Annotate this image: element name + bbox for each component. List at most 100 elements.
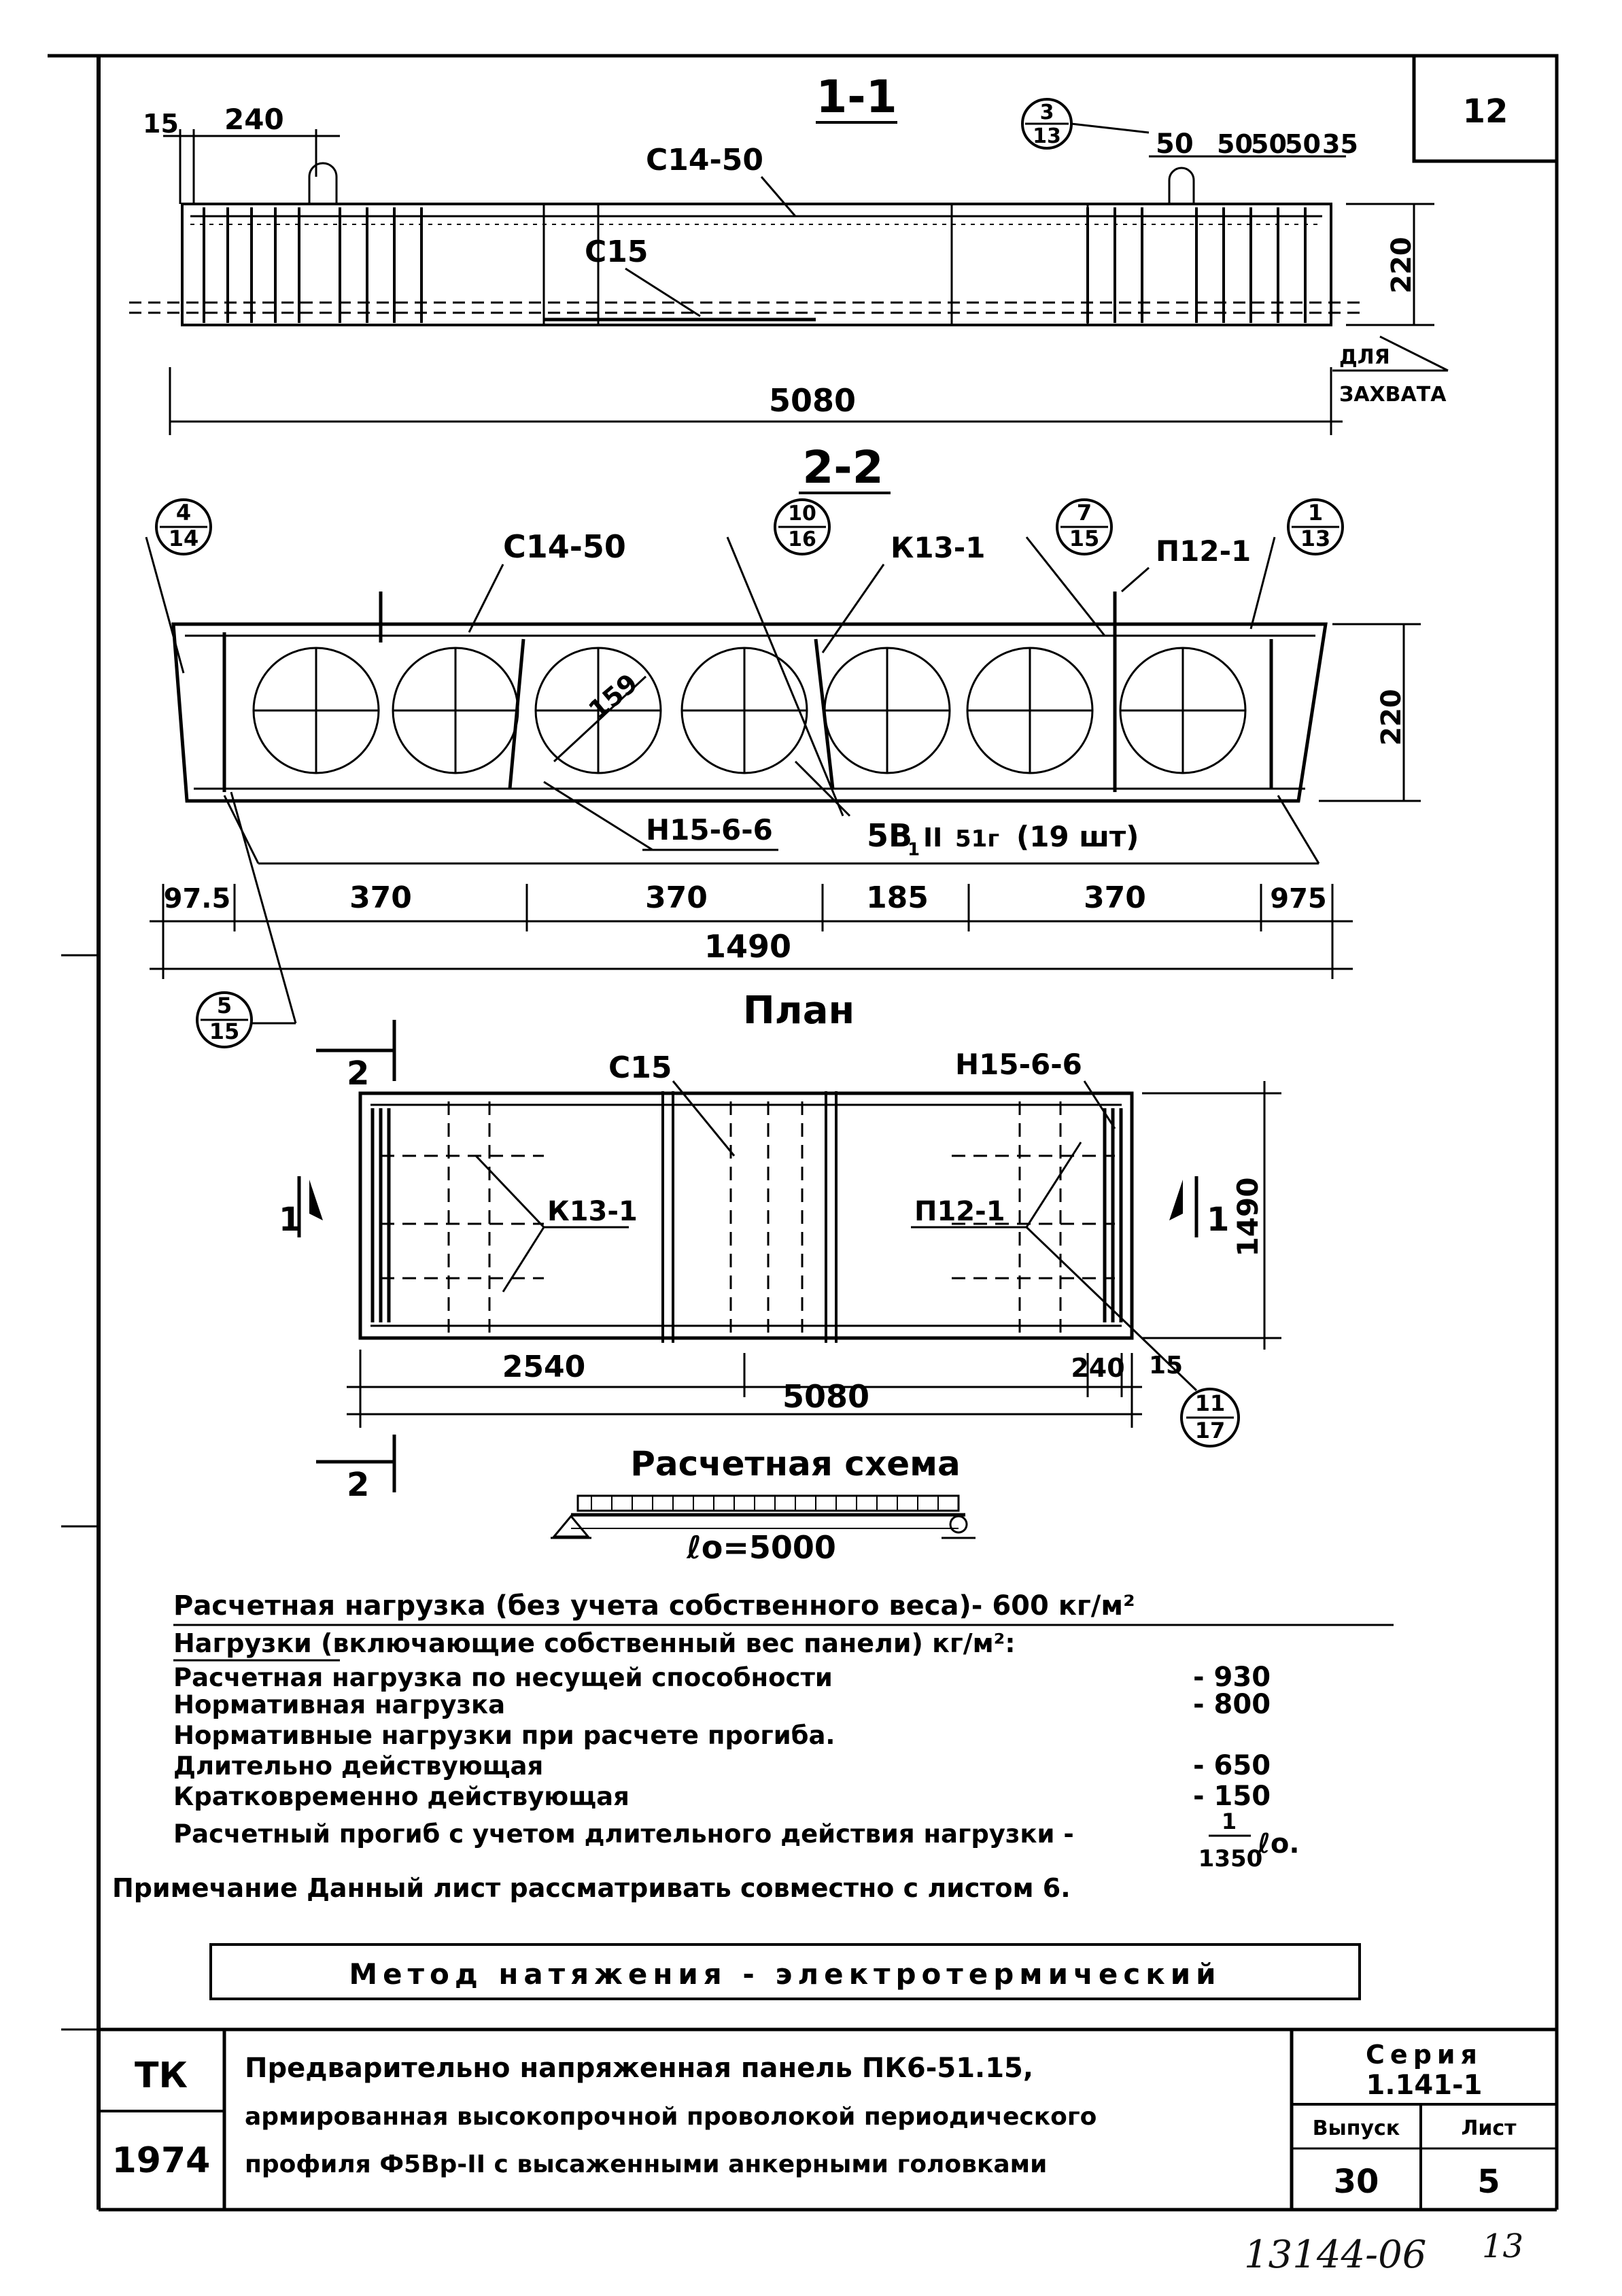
dim-1490-2-2: 1490: [704, 928, 791, 965]
dim-50a: 50: [1156, 128, 1194, 160]
title-org: ТК: [135, 2055, 188, 2096]
deflection-den: 1350: [1198, 1845, 1263, 1872]
callout-4-14: 4 14: [145, 498, 212, 674]
plan-dim-240: 240: [1071, 1353, 1124, 1383]
svg-text:51г: 51г: [955, 825, 999, 853]
callout-1-13: 1 13: [1249, 498, 1344, 630]
series-value: 1.141-1: [1366, 2070, 1483, 2101]
load-5-value: - 150: [1193, 1781, 1271, 1812]
svg-text:13: 13: [1033, 124, 1061, 148]
sheet-number: 12: [1463, 92, 1508, 131]
callout-5-15: 5 15: [196, 791, 297, 1048]
dim-35: 35: [1322, 129, 1358, 159]
svg-text:16: 16: [788, 528, 816, 551]
callout-11-17: 11 17: [1180, 1388, 1240, 1447]
dim-975: 975: [1270, 883, 1327, 914]
dim-50b: 50: [1217, 129, 1253, 159]
dim-50d: 50: [1285, 129, 1321, 159]
archive-stamp: 13144-06: [1244, 2233, 1426, 2277]
dim-240: 240: [224, 103, 284, 136]
svg-text:5: 5: [217, 993, 232, 1018]
label-k13-1: К13-1: [891, 531, 985, 564]
load-2-label: Нормативная нагрузка: [173, 1690, 505, 1719]
dim-5080-1-1: 5080: [769, 382, 856, 419]
svg-text:17: 17: [1195, 1418, 1226, 1443]
plan-hidden-lines: [381, 1101, 1115, 1333]
dim-185: 185: [866, 880, 929, 915]
plan-label-p12-1: П12-1: [914, 1196, 1005, 1227]
stirrups-right: [1086, 207, 1307, 323]
svg-text:13: 13: [1300, 526, 1331, 551]
plan-view: План С15 Н15-6-6 К13-1 П12-1: [279, 989, 1281, 1504]
svg-text:7: 7: [1077, 500, 1092, 526]
dim-370-b: 370: [645, 880, 708, 915]
load-4-value: - 650: [1193, 1750, 1271, 1781]
note-line-1: Расчетная нагрузка (без учета собственно…: [173, 1590, 1135, 1622]
label-capture: ДЛЯ: [1339, 345, 1390, 369]
load-1-value: - 930: [1193, 1662, 1271, 1693]
svg-text:10: 10: [788, 502, 816, 526]
scheme-span: ℓо=5000: [686, 1529, 836, 1566]
svg-text:4: 4: [176, 500, 191, 526]
dim-15: 15: [143, 109, 179, 139]
cut-mark-1-left: 1: [279, 1176, 323, 1239]
sheet-value: 5: [1477, 2163, 1500, 2201]
svg-text:11: 11: [1195, 1390, 1226, 1416]
dim-height-1-1: 220: [1386, 237, 1417, 294]
load-1-label: Расчетная нагрузка по несущей способност…: [173, 1663, 833, 1692]
load-2-value: - 800: [1193, 1689, 1271, 1720]
issue-label: Выпуск: [1313, 2117, 1400, 2140]
deflection-num: 1: [1222, 1809, 1237, 1834]
title-block: [99, 2027, 1557, 2210]
plan-dim-15: 15: [1149, 1352, 1183, 1380]
series-label: Серия: [1366, 2040, 1483, 2070]
svg-text:II: II: [923, 823, 942, 853]
section-1-1: 1-1 15 240 50 50 50 50 35 3 13: [129, 71, 1449, 435]
callout-7-15: 7 15: [1025, 498, 1113, 636]
title-year: 1974: [112, 2140, 211, 2181]
plan-label-k13-1: К13-1: [547, 1196, 638, 1227]
svg-text:3: 3: [1040, 101, 1054, 124]
title-line-1: Предварительно напряженная панель ПК6-51…: [245, 2053, 1033, 2084]
hollow-cores: [252, 647, 1247, 774]
plan-label-c15: С15: [608, 1050, 672, 1085]
plan-dim-5080: 5080: [782, 1378, 869, 1415]
svg-text:15: 15: [1069, 526, 1100, 551]
cut-mark-2-top: 2: [316, 1020, 396, 1093]
design-scheme: Расчетная схема ℓо=5000: [551, 1444, 976, 1566]
archive-stamp-2: 13: [1482, 2227, 1523, 2265]
svg-text:5В: 5В: [867, 817, 912, 854]
sheet-label: Лист: [1461, 2117, 1517, 2140]
scheme-title: Расчетная схема: [630, 1444, 960, 1484]
dim-370-a: 370: [349, 880, 412, 915]
label-capture-2: ЗАХВАТА: [1339, 383, 1447, 407]
label-c14-50-1: С14-50: [646, 143, 763, 177]
label-c15-1: С15: [585, 235, 649, 269]
issue-value: 30: [1334, 2163, 1379, 2201]
svg-text:2: 2: [347, 1466, 369, 1504]
method-text: Метод натяжения - электротермический: [349, 1957, 1221, 1991]
dim-50c: 50: [1251, 129, 1287, 159]
label-p12-1: П12-1: [1156, 534, 1251, 568]
section-2-2-title: 2-2: [802, 441, 883, 494]
title-line-2: армированная высокопрочной проволокой пе…: [245, 2103, 1097, 2131]
dim-hole: 159: [583, 668, 644, 725]
svg-text:2: 2: [347, 1055, 369, 1093]
sheet-frame: [48, 54, 1559, 2212]
svg-text:(19 шт): (19 шт): [1016, 820, 1139, 853]
load-3-label: Нормативные нагрузки при расчете прогиба…: [173, 1721, 835, 1750]
load-5-label: Кратковременно действующая: [173, 1782, 629, 1811]
note-line-2: Нагрузки (включающие собственный вес пан…: [173, 1628, 1016, 1658]
dim-370-d: 370: [1084, 880, 1146, 915]
svg-text:14: 14: [169, 526, 199, 551]
label-n15-6-6: Н15-6-6: [646, 813, 773, 846]
svg-text:1: 1: [279, 1201, 301, 1239]
cut-mark-1-right: 1: [1169, 1176, 1229, 1239]
svg-text:1: 1: [1308, 500, 1323, 526]
label-wire: 5В 1 II 51г (19 шт): [867, 817, 1139, 860]
title-line-3: профиля Ф5Вр-II с высаженными анкерными …: [245, 2151, 1047, 2178]
dim-97-5: 97.5: [164, 883, 231, 914]
cut-mark-2-bottom: 2: [316, 1435, 396, 1504]
remark: Примечание Данный лист рассматривать сов…: [112, 1873, 1071, 1903]
